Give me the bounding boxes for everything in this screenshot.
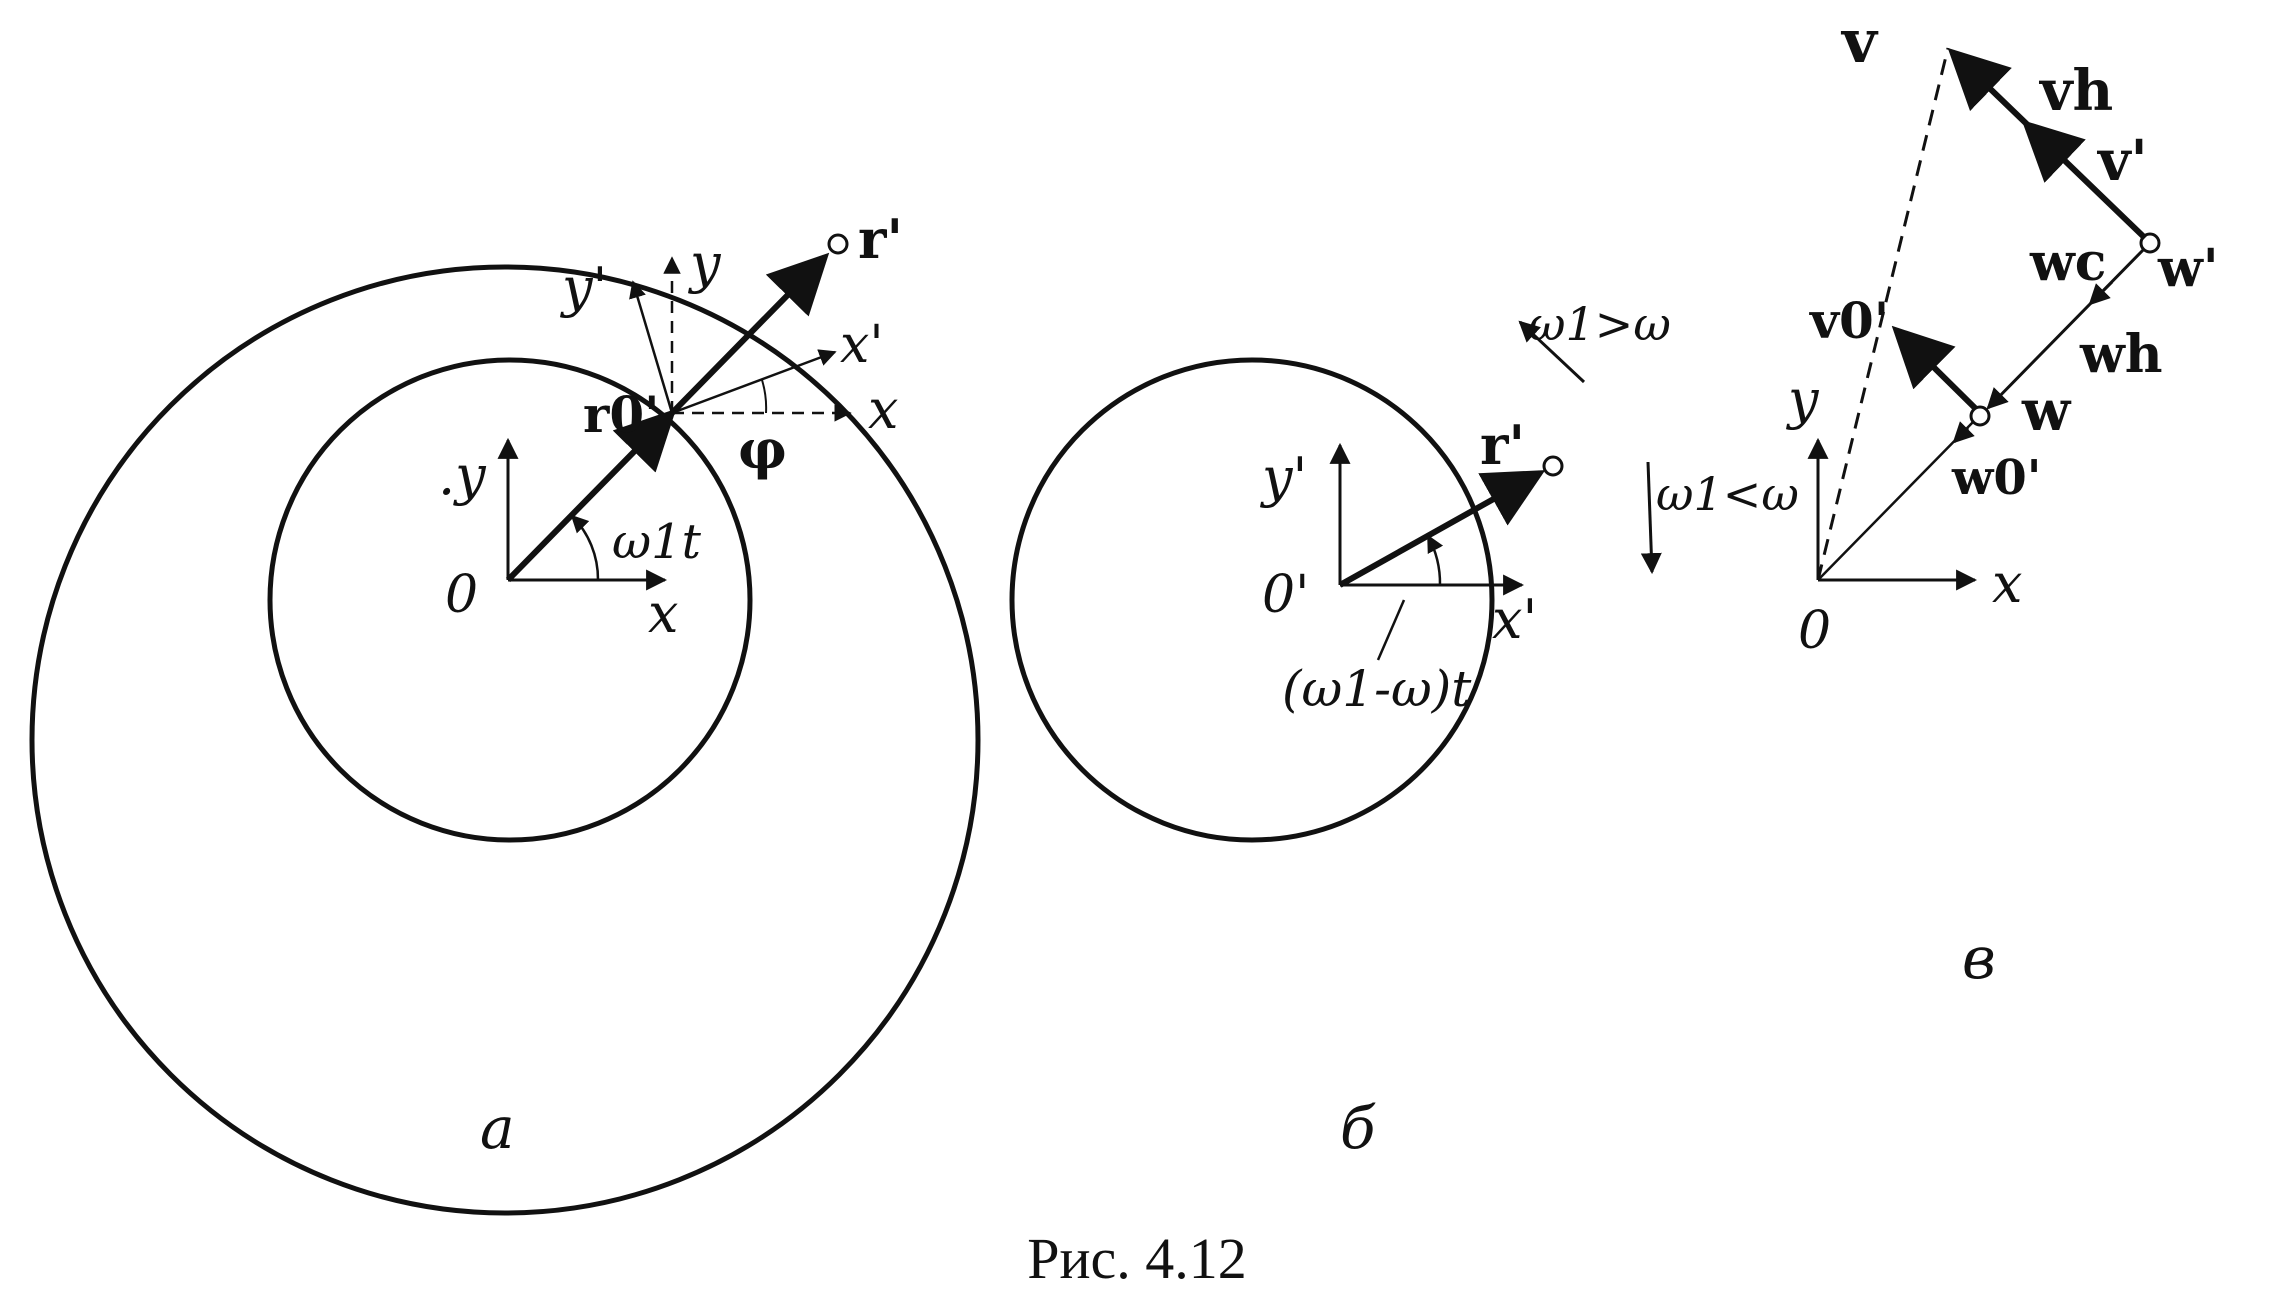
arrow-omega-lt [1640, 461, 1662, 575]
figure-caption: Рис. 4.12 [1027, 1226, 1247, 1291]
label-v-h: vh [2038, 58, 2113, 124]
label-w: w [2021, 378, 2072, 444]
label-phi: φ [738, 417, 787, 481]
label-x: x [648, 582, 678, 645]
vector-r-prime [669, 252, 830, 416]
outer-orbit [29, 264, 981, 1216]
label-v0: v0' [1809, 291, 1889, 350]
angle-arc-b [1426, 534, 1444, 586]
phi-arc [761, 379, 768, 414]
label-angle-omega1t: ω1t [612, 514, 702, 570]
label-omega-lt: ω1<ω [1656, 467, 1799, 521]
orbit-b [1009, 357, 1495, 843]
label-w0: w0' [1951, 450, 2041, 506]
dashed-resultant [1816, 47, 1950, 581]
label-r-prime-b: r' [1480, 413, 1525, 477]
label-x-c: x [1992, 552, 2022, 615]
label-panel-c: в [1962, 924, 1996, 992]
angle-pointer-b [1376, 599, 1406, 661]
point-r-prime-b [1542, 455, 1564, 477]
label-y-c: y [1786, 368, 1820, 431]
label-omega-gt: ω1>ω [1528, 297, 1671, 351]
label-x-prime: x' [840, 315, 884, 375]
panel-a: 0 x .y ω1t r0' r' x' x y' y φ а [29, 207, 981, 1216]
axis-x-prime [671, 349, 837, 415]
point-w0-junction [1969, 405, 1991, 427]
arrow-v-h [2021, 119, 2086, 183]
vector-r-prime-b [1338, 470, 1546, 588]
label-panel-a: а [480, 1094, 515, 1162]
label-w-c: wc [2029, 232, 2106, 293]
label-w-h: wh [2079, 324, 2163, 385]
label-v: v [1840, 7, 1879, 77]
label-y-prime: y' [560, 256, 607, 319]
label-r-prime: r' [858, 207, 903, 271]
vector-r0-prime [505, 408, 677, 583]
label-r0-prime: r0' [583, 385, 659, 444]
label-origin: 0 [445, 565, 478, 625]
label-panel-b: б [1340, 1094, 1376, 1162]
label-x-prime-b: x' [1492, 588, 1537, 651]
panel-c: v vh v' wc w' v0' wh w w0' y x 0 в [1786, 7, 2219, 992]
arrow-w-c [2088, 280, 2114, 306]
inner-orbit [267, 357, 753, 843]
label-w-prime: w' [2157, 238, 2219, 299]
vector-w-prime-chain [1986, 245, 2148, 410]
label-origin-c: 0 [1798, 601, 1831, 661]
label-x-local: x [868, 378, 898, 441]
label-y-prime-b: y' [1260, 446, 1307, 509]
arrow-w0 [1952, 421, 1975, 444]
vector-w0 [1817, 419, 1976, 581]
point-w-prime [2139, 232, 2161, 254]
vector-v0 [1891, 325, 1978, 411]
label-origin-b: 0' [1262, 565, 1309, 625]
label-y: .y [438, 444, 487, 507]
arrow-omega-gt [1518, 320, 1586, 384]
point-r-prime [827, 233, 849, 255]
label-angle-b: (ω1-ω)t [1282, 660, 1472, 718]
label-v-prime: v' [2096, 128, 2148, 194]
panel-b: 0' x' y' r' (ω1-ω)t ω1>ω ω1<ω б [1009, 297, 1799, 1162]
label-y-local: y [688, 232, 722, 295]
angle-arc-omega1t [570, 514, 600, 581]
axis-y-prime [629, 280, 674, 414]
